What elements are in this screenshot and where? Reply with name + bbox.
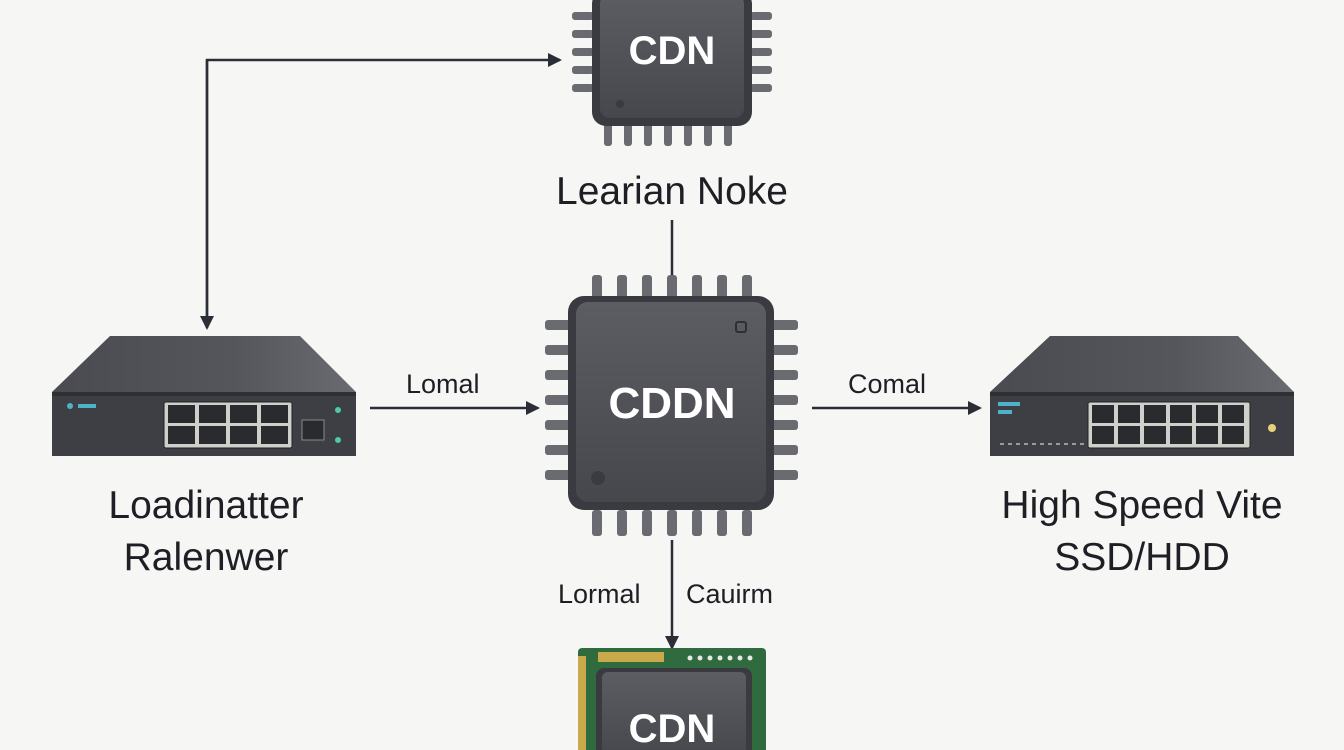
- bottom-module-label: CDN: [629, 707, 716, 750]
- bottom-module: CDN: [578, 648, 766, 750]
- center-chip-label: CDDN: [608, 379, 735, 428]
- left-switch-caption-line1: Loadinatter: [108, 484, 304, 527]
- edge-left-to-top: [200, 53, 562, 330]
- center-chip: CDDN: [545, 275, 798, 536]
- top-chip-label: CDN: [629, 29, 716, 73]
- right-switch: [990, 336, 1294, 456]
- right-switch-caption-line2: SSD/HDD: [1054, 536, 1230, 579]
- right-switch-caption-line1: High Speed Vite: [1001, 484, 1283, 527]
- top-chip-pins: [572, 12, 772, 146]
- top-chip: CDN: [572, 0, 772, 146]
- top-chip-caption: Learian Noke: [556, 170, 788, 213]
- edge-left-to-center-label: Lomal: [406, 369, 480, 399]
- edge-center-to-right-label: Comal: [848, 369, 927, 399]
- left-switch: [52, 336, 356, 456]
- center-chip-pins: [545, 275, 798, 536]
- left-switch-ports: [163, 401, 293, 449]
- left-switch-caption-line2: Ralenwer: [123, 536, 289, 579]
- edge-center-to-bottom-label-left: Lormal: [558, 579, 641, 609]
- edge-center-to-bottom-label-right: Cauirm: [686, 579, 774, 609]
- right-switch-ports: [1087, 401, 1251, 449]
